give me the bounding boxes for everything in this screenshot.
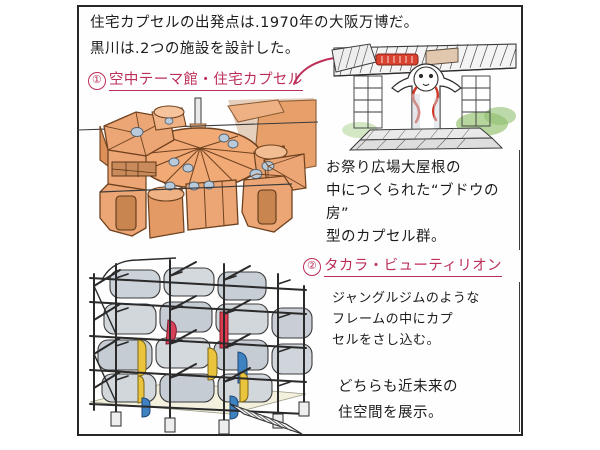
closing-line-1: どちらも近未来の	[338, 379, 458, 395]
tower-of-the-sun-under-big-roof-sketch	[330, 42, 522, 154]
takara-beautilion-frame-sketch	[80, 256, 316, 436]
section-1-caption: お祭り広場大屋根の 中につくられた“ブドウの房” 型のカプセル群。	[326, 160, 500, 245]
circled-number-one-icon: ①	[88, 72, 106, 90]
intro-line-1: 住宅カプセルの出発点は.1970年の大阪万博だ。	[90, 15, 419, 31]
column-divider-upper	[519, 150, 520, 250]
column-divider-lower	[519, 282, 520, 432]
circled-number-two-icon: ②	[303, 258, 321, 276]
intro-line-2: 黒川は.2つの施設を設計した。	[90, 41, 300, 57]
section-2-caption: ジャングルジムのような フレームの中にカプ セルをさし込む。	[332, 291, 480, 348]
expo-tower-capsule-cluster-sketch	[78, 96, 318, 246]
closing-line-2: 住空間を展示。	[338, 405, 443, 421]
section-1-heading-label: 空中テーマ館・住宅カプセル	[109, 72, 303, 91]
section-2-heading-label: タカラ・ビューティリオン	[324, 258, 502, 277]
